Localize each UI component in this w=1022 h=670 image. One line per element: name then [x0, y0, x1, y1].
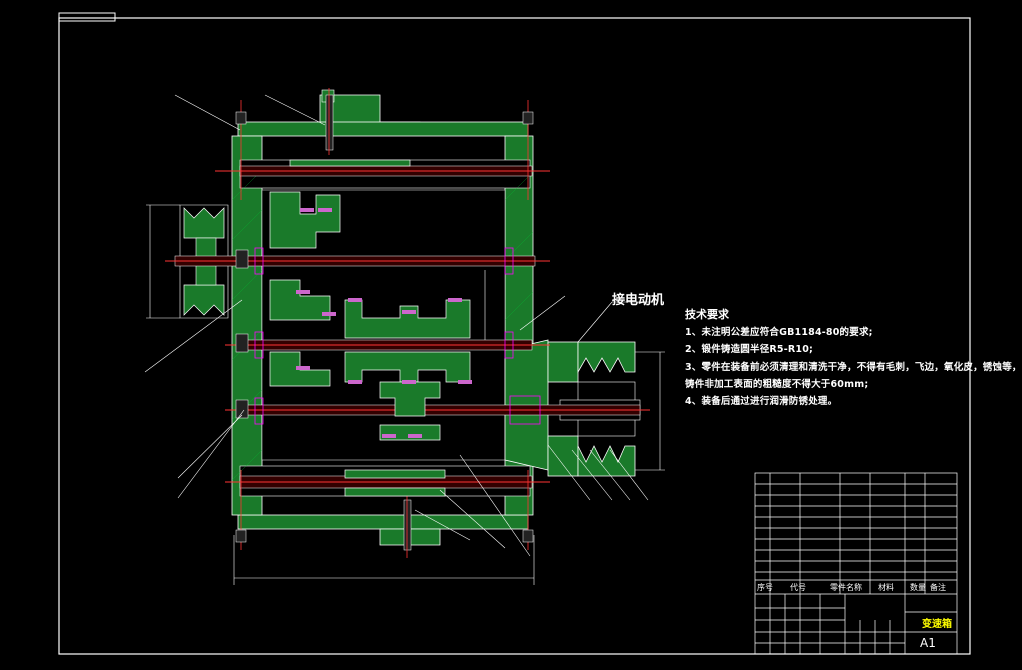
leader-lines — [144, 94, 655, 557]
drawing-svg — [58, 12, 971, 655]
gear-tooth-highlights — [296, 208, 472, 438]
title-block-header-quantity: 数量 — [910, 583, 926, 592]
corner-tab — [58, 12, 116, 22]
tech-requirements-title: 技术要求 — [685, 308, 729, 321]
bearings — [254, 247, 541, 425]
title-block-header-material: 材料 — [878, 583, 894, 592]
title-block-header-code: 代号 — [790, 583, 806, 592]
tech-requirement-line: 铸件非加工表面的粗糙度不得大于60mm; — [685, 379, 869, 390]
shafts — [165, 88, 650, 558]
cad-drawing-canvas: 接电动机 技术要求 1、未注明公差应符合GB1184-80的要求; 2、锻件铸造… — [58, 12, 1022, 655]
bolts-and-studs — [235, 111, 534, 543]
tech-requirement-line: 3、零件在装备前必须清理和清洗干净，不得有毛刺，飞边，氧化皮，锈蚀等， — [685, 362, 1022, 373]
tech-requirement-line: 1、未注明公差应符合GB1184-80的要求; — [685, 327, 873, 338]
drawing-name: 变速箱 — [922, 619, 952, 630]
drawing-border — [58, 17, 971, 655]
title-block-grid — [754, 472, 958, 655]
sheet-size: A1 — [920, 636, 936, 650]
dimension-lines — [146, 204, 665, 585]
title-block-header-index: 序号 — [757, 583, 773, 592]
tech-requirement-line: 4、装备后通过进行润滑防锈处理。 — [685, 396, 838, 407]
tech-requirement-line: 2、锻件铸造圆半径R5-R10; — [685, 344, 814, 355]
motor-callout-label: 接电动机 — [612, 293, 665, 308]
title-block-header-part-name: 零件名称 — [830, 583, 862, 592]
title-block-header-remarks: 备注 — [930, 583, 946, 592]
